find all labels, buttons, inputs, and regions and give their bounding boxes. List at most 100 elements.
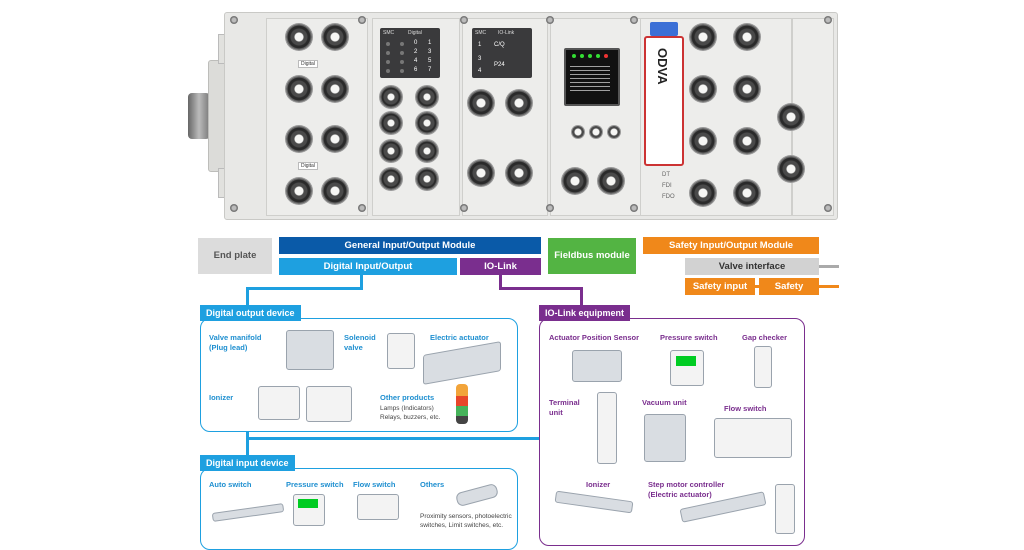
channel-number: 3: [428, 49, 432, 55]
solenoid-valve-image: [387, 333, 415, 369]
cable-gland: [188, 93, 210, 139]
digital-status-panel: SMC Digital 0 2 4 6 1 3 5 7: [380, 28, 440, 78]
iolink-connector-line: [499, 287, 583, 290]
screw: [358, 16, 366, 24]
valve-interface-line: [819, 265, 839, 268]
m12-connector: [734, 128, 760, 154]
pressure-display: [298, 499, 318, 508]
m8-connector: [416, 140, 438, 162]
m12-connector: [734, 76, 760, 102]
digital-connector-line: [360, 275, 363, 289]
iolink-status-panel: SMC IO-Link 1 C/Q 3 P24 4: [472, 28, 532, 78]
screw: [824, 204, 832, 212]
pressure-switch-input-image: [293, 494, 325, 526]
ionizer-output-image: [258, 386, 300, 420]
safety-input-label: Safety input: [685, 278, 755, 295]
panel-button: [608, 126, 620, 138]
end-plate-label: End plate: [198, 238, 272, 274]
m12-connector: [506, 160, 532, 186]
status-led: [580, 54, 584, 58]
screw: [230, 204, 238, 212]
actuator-position-sensor-image: [572, 350, 622, 382]
safety-io-module-label: Safety Input/Output Module: [643, 237, 819, 254]
iolink-label: IO-Link: [460, 258, 541, 275]
pressure-switch-iolink-image: [670, 350, 704, 386]
status-label: FDI: [662, 183, 672, 189]
status-led: [572, 54, 576, 58]
signal-lamp-image: [456, 384, 468, 424]
flow-switch-input-label: Flow switch: [353, 480, 396, 489]
module-tag: Digital: [298, 162, 318, 170]
m12-connector: [322, 76, 348, 102]
digital-output-header: Digital output device: [200, 305, 301, 321]
m12-connector: [322, 126, 348, 152]
panel-button: [590, 126, 602, 138]
actuator-position-sensor-label: Actuator Position Sensor: [549, 333, 640, 342]
m8-connector: [380, 168, 402, 190]
others-input-note: Proximity sensors, photoelectric switche…: [420, 513, 512, 529]
vacuum-unit-label: Vacuum unit: [642, 398, 687, 407]
status-led: [604, 54, 608, 58]
m8-connector: [416, 168, 438, 190]
iolink-connector-line: [580, 287, 583, 305]
status-led: [386, 60, 390, 64]
screw: [460, 204, 468, 212]
port-label: C/Q: [494, 42, 505, 48]
screw: [546, 16, 554, 24]
fieldbus-display: [564, 48, 620, 106]
digital-connector-line: [246, 287, 249, 305]
m12-connector: [690, 180, 716, 206]
display-text-lines: [570, 66, 610, 92]
status-led: [400, 42, 404, 46]
panel-type: Digital: [408, 30, 422, 36]
m12-connector: [468, 90, 494, 116]
screw: [358, 204, 366, 212]
valve-interface-label: Valve interface: [685, 258, 819, 275]
m12-connector: [778, 156, 804, 182]
safety-output-label: Safety output: [759, 278, 819, 309]
screw: [630, 16, 638, 24]
screw: [546, 204, 554, 212]
port-label: P24: [494, 62, 505, 68]
channel-number: 6: [414, 67, 418, 73]
valve-manifold-label: Valve manifold (Plug lead): [209, 333, 262, 352]
solenoid-valve-label: Solenoid valve: [344, 333, 376, 352]
general-io-module-label: General Input/Output Module: [279, 237, 541, 254]
panel-brand: SMC: [475, 30, 487, 36]
other-products-note: Lamps (Indicators) Relays, buzzers, etc.: [380, 405, 441, 421]
port-label: 3: [478, 56, 482, 62]
panel-type: IO-Link: [498, 30, 515, 36]
digital-connector-line: [246, 287, 363, 290]
digital-connector-line: [246, 430, 249, 456]
status-led: [386, 69, 390, 73]
odva-logo: ODVA: [655, 48, 670, 85]
flow-switch-iolink-label: Flow switch: [724, 404, 767, 413]
gap-checker-image: [754, 346, 772, 388]
pressure-switch-input-label: Pressure switch: [286, 480, 344, 489]
module-tag: Digital: [298, 60, 318, 68]
channel-number: 0: [414, 40, 418, 46]
m12-connector: [286, 178, 312, 204]
auto-switch-label: Auto switch: [209, 480, 252, 489]
iolink-equipment-header: IO-Link equipment: [539, 305, 631, 321]
status-led: [386, 42, 390, 46]
screw: [824, 16, 832, 24]
m12-connector: [690, 24, 716, 50]
terminal-unit-label: Terminal unit: [549, 398, 580, 417]
m12-connector: [690, 76, 716, 102]
digital-module-1: [266, 18, 368, 216]
port-label: 4: [478, 68, 482, 74]
digital-connector-line: [246, 437, 546, 440]
pressure-display: [676, 356, 696, 366]
m12-connector: [322, 178, 348, 204]
m12-connector: [778, 104, 804, 130]
status-led: [386, 51, 390, 55]
m12-connector: [286, 24, 312, 50]
m12-connector: [506, 90, 532, 116]
channel-number: 1: [428, 40, 432, 46]
digital-io-label: Digital Input/Output: [279, 258, 457, 275]
fieldbus-module-label: Fieldbus module: [548, 238, 636, 274]
m8-connector: [380, 140, 402, 162]
m12-connector: [286, 76, 312, 102]
m12-connector: [734, 180, 760, 206]
